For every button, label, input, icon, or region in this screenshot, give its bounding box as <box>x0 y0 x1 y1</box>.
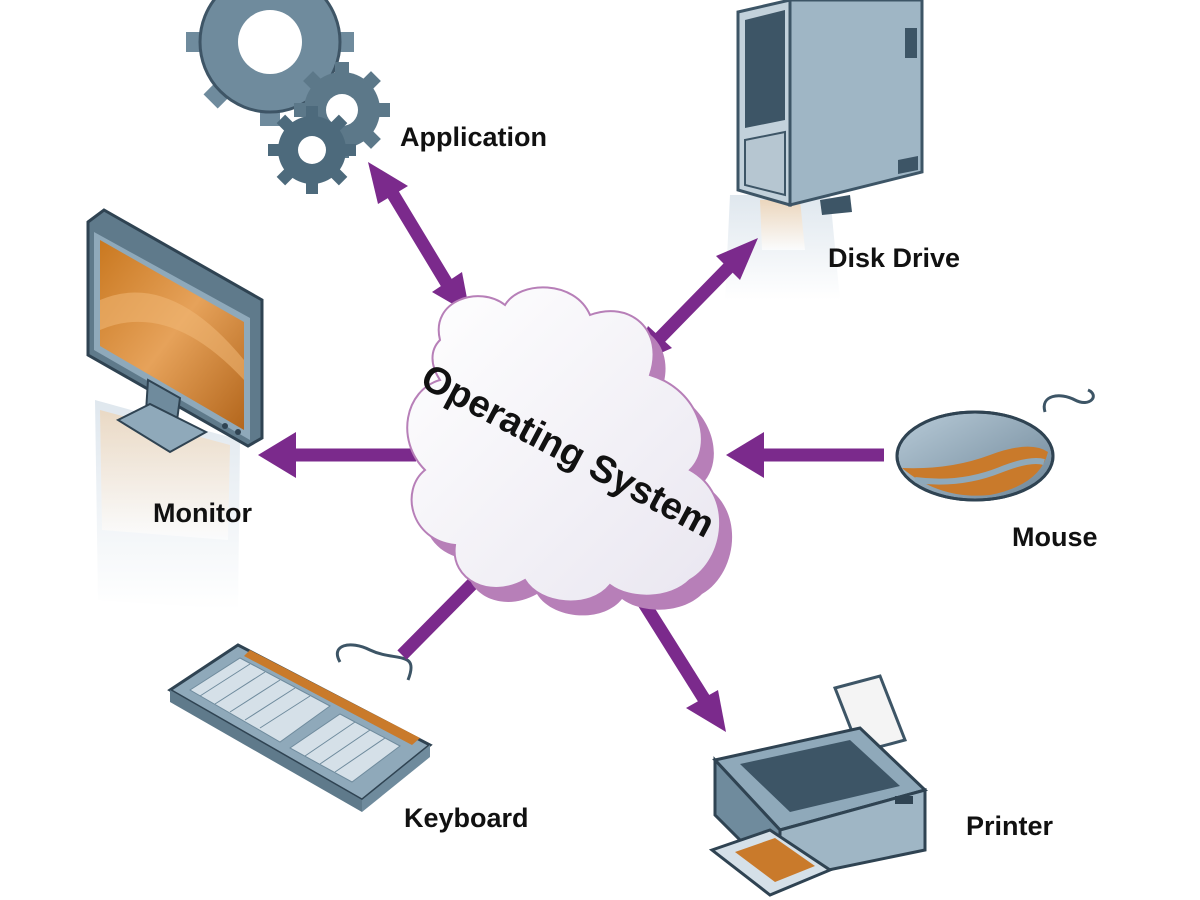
arrow-application-os <box>368 162 470 314</box>
mouse-icon <box>895 388 1095 502</box>
arrow-mouse-os <box>726 432 884 478</box>
printer-label: Printer <box>966 811 1054 841</box>
tower-computer-icon <box>725 0 924 300</box>
arrow-os-printer <box>636 596 726 732</box>
printer-icon <box>708 674 928 897</box>
os-cloud: Operating System <box>406 286 733 616</box>
monitor-label: Monitor <box>153 498 252 528</box>
keyboard-icon <box>167 643 433 812</box>
disk-drive-label: Disk Drive <box>828 243 961 273</box>
application-label: Application <box>400 122 547 152</box>
keyboard-label: Keyboard <box>404 803 529 833</box>
mouse-label: Mouse <box>1012 522 1098 552</box>
gears-icon <box>186 0 390 194</box>
monitor-icon <box>86 208 264 610</box>
arrow-os-monitor <box>258 432 416 478</box>
